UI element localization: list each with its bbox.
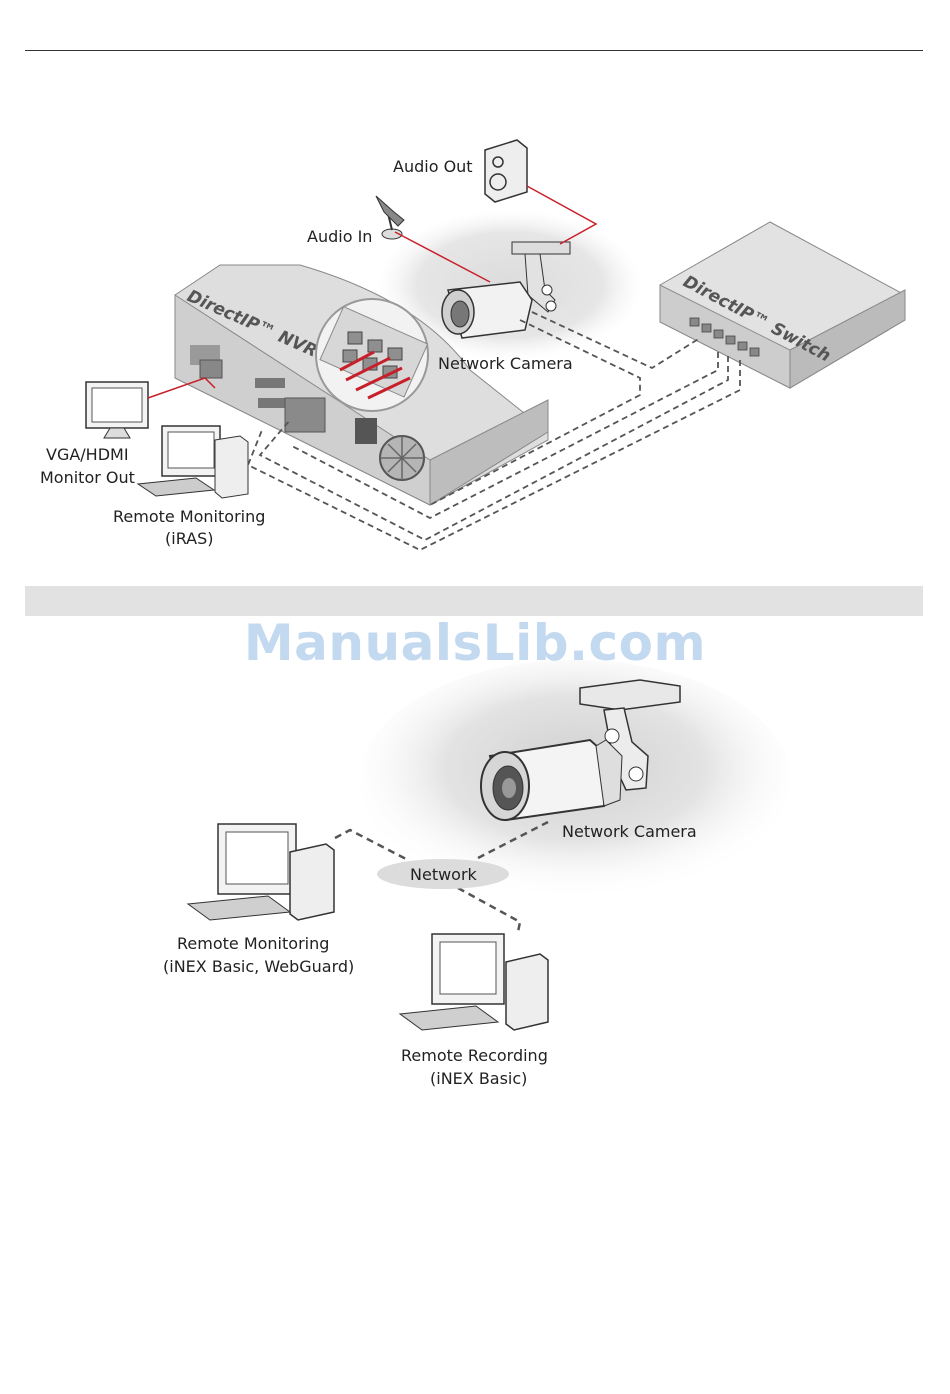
pc-icon-remote-monitoring (188, 824, 334, 920)
remote-recording-label: Remote Recording (401, 1046, 548, 1065)
switch-device (660, 222, 905, 388)
remote-monitoring-label: Remote Monitoring (177, 934, 329, 953)
inex-webguard-label: (iNEX Basic, WebGuard) (163, 957, 354, 976)
network-camera-label-1: Network Camera (438, 354, 573, 373)
remote-monitoring-iras-label: Remote Monitoring (113, 507, 265, 526)
audio-out-label: Audio Out (393, 157, 473, 176)
network-camera-label-2: Network Camera (562, 822, 697, 841)
monitor-icon (86, 382, 148, 438)
nvr-connection-diagram: DirectIP™ NVR DirectIP™ Switch Audio Out (0, 0, 950, 580)
monitor-out-label: Monitor Out (40, 468, 135, 487)
audio-in-label: Audio In (307, 227, 372, 246)
inex-basic-label: (iNEX Basic) (430, 1069, 527, 1088)
pc-icon-iras (138, 426, 248, 498)
microphone-icon (376, 196, 404, 239)
network-connection-diagram: Network Camera Network Remote Monitoring… (0, 660, 950, 1100)
iras-label: (iRAS) (165, 529, 214, 548)
nvr-port-zoom (316, 299, 428, 411)
network-label: Network (410, 865, 478, 884)
section-header-bar (25, 586, 923, 616)
pc-icon-remote-recording (400, 934, 548, 1030)
speaker-icon (485, 140, 527, 202)
vga-hdmi-label: VGA/HDMI (46, 445, 129, 464)
